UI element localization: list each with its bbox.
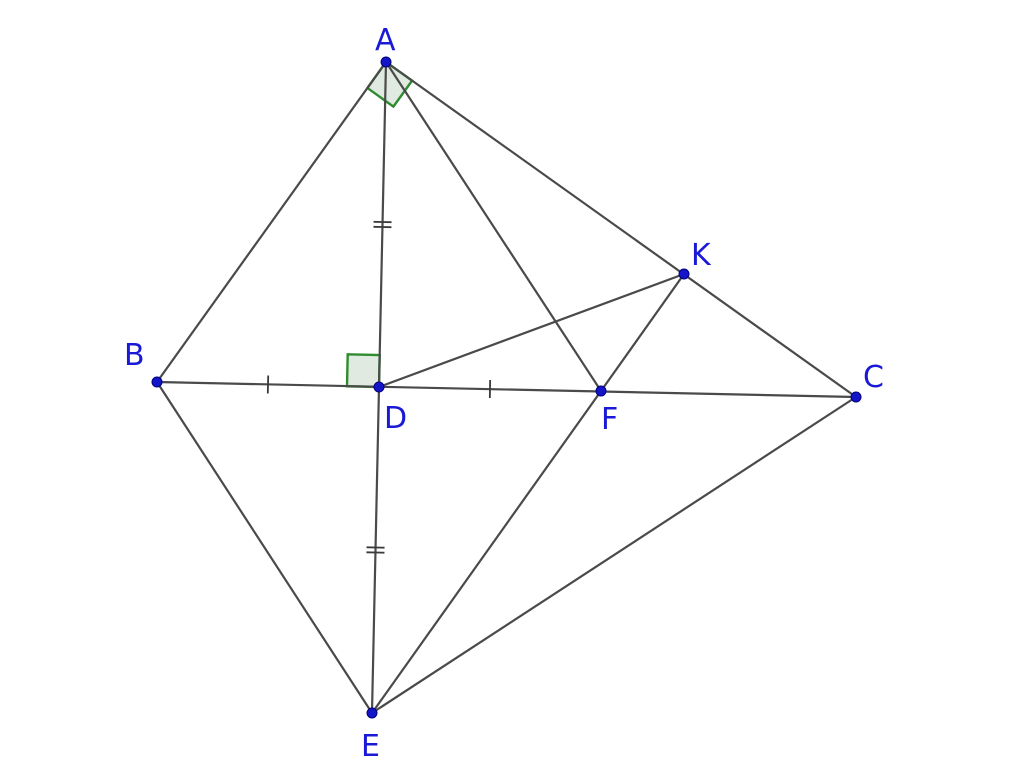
segment-DE (370, 385, 381, 715)
points (151, 56, 862, 719)
segment-AC (384, 60, 858, 399)
label-B: B (124, 338, 145, 373)
point-A (380, 56, 392, 68)
right-angle-D (345, 353, 381, 389)
tick-mark-DE (366, 546, 385, 554)
label-E: E (361, 729, 380, 764)
segment-AD (377, 60, 388, 389)
point-D (373, 381, 385, 393)
label-F: F (601, 402, 618, 437)
label-D: D (384, 401, 407, 436)
point-F (595, 385, 607, 397)
label-C: C (863, 360, 884, 395)
point-K (678, 268, 690, 280)
segment-BE (155, 380, 374, 715)
tick-mark-AD (373, 220, 392, 229)
point-C (850, 391, 862, 403)
segments (155, 60, 858, 715)
segment-FK (599, 272, 686, 393)
segment-AF (384, 60, 603, 393)
segment-BC (155, 380, 858, 399)
equal-length-marks (266, 220, 492, 554)
label-A: A (375, 23, 396, 58)
point-labels: A B C D E F K (124, 23, 884, 764)
point-B (151, 376, 163, 388)
segment-DK (377, 272, 686, 389)
segment-EC (370, 395, 858, 715)
label-K: K (691, 238, 712, 273)
segment-AB (155, 60, 388, 384)
segment-EF (370, 389, 603, 715)
point-E (366, 707, 378, 719)
